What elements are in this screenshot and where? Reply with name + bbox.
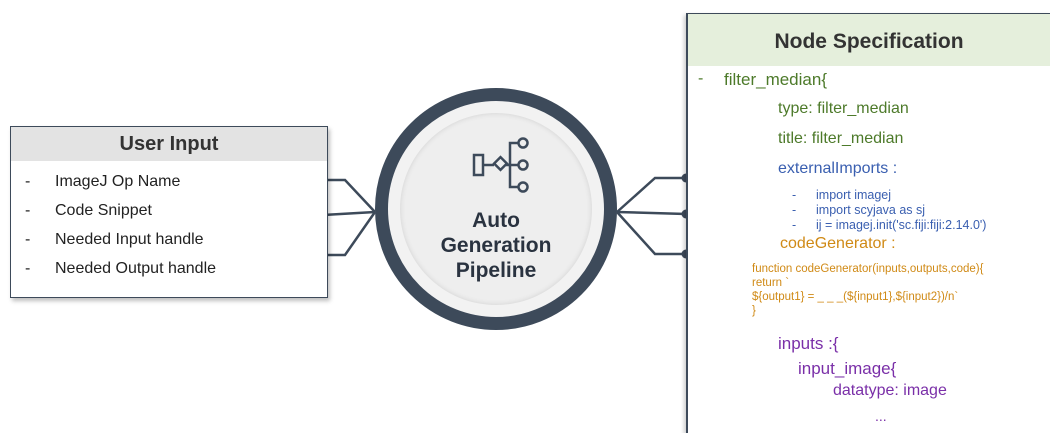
user-input-item-label: ImageJ Op Name: [55, 173, 181, 190]
user-input-item-label: Code Snippet: [55, 202, 152, 219]
spec-root-dash: -: [698, 70, 704, 87]
spec-import-line: import scyjava as sj: [816, 203, 926, 217]
spec-code-generator: codeGenerator :: [780, 235, 896, 252]
user-input-panel: User Input -ImageJ Op Name -Code Snippet…: [10, 126, 328, 298]
user-input-item-label: Needed Output handle: [55, 260, 217, 277]
list-item: -Needed Output handle: [25, 260, 217, 277]
spec-code-line: return `: [752, 277, 790, 289]
spec-input-image: input_image{: [798, 359, 897, 378]
spec-import-line: import imagej: [816, 188, 892, 202]
spec-code-line: }: [752, 305, 756, 317]
node-spec-title: Node Specification: [688, 14, 1050, 66]
list-item: -Needed Input handle: [25, 231, 204, 248]
user-input-item-label: Needed Input handle: [55, 231, 204, 248]
spec-datatype: datatype: image: [833, 382, 947, 399]
spec-code-line: function codeGenerator(inputs,outputs,co…: [752, 263, 984, 275]
flowchart-branch-icon: [472, 137, 529, 193]
user-input-list: -ImageJ Op Name -Code Snippet -Needed In…: [11, 161, 327, 283]
spec-ellipsis: ...: [875, 408, 887, 424]
auto-generation-pipeline-node: Auto Generation Pipeline: [375, 88, 617, 330]
spec-inputs: inputs :{: [778, 334, 839, 353]
node-specification-panel: Node Specification - filter_median{ type…: [686, 13, 1050, 433]
user-input-title: User Input: [11, 127, 327, 161]
pipeline-label-line1: Auto: [472, 209, 520, 232]
spec-type: type: filter_median: [778, 100, 909, 117]
spec-import-line: ij = imagej.init('sc.fiji:fiji:2.14.0'): [816, 218, 987, 232]
spec-external-imports: externalImports :: [778, 160, 898, 177]
spec-code-line: ${output1} = _ _ _(${input1},${input2})/…: [752, 291, 959, 303]
spec-root: filter_median{: [724, 70, 828, 89]
pipeline-label-line3: Pipeline: [455, 259, 537, 282]
spec-title-field: title: filter_median: [778, 130, 904, 147]
list-item: -Code Snippet: [25, 202, 152, 219]
pipeline-label-line2: Generation: [440, 234, 552, 257]
list-item: -ImageJ Op Name: [25, 173, 181, 190]
